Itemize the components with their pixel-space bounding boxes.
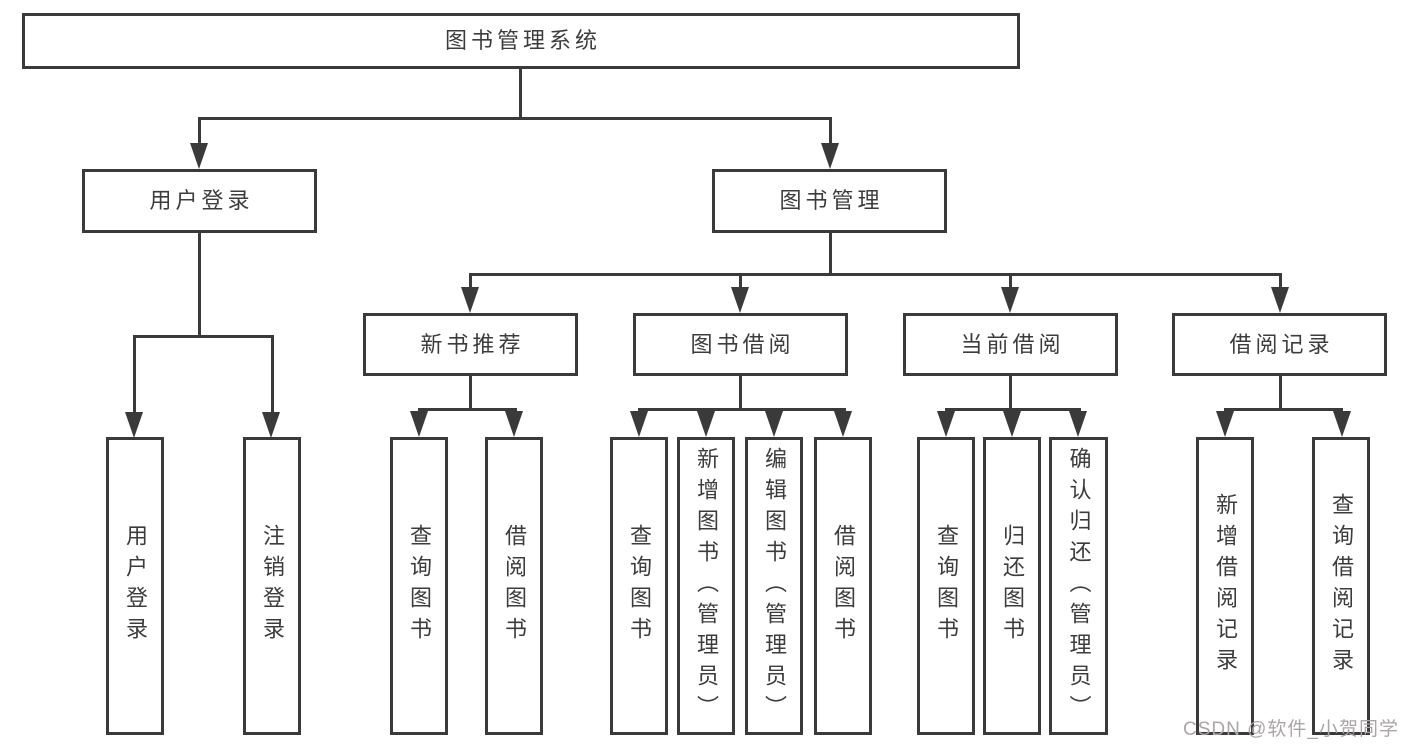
connector-recommend-branch — [418, 408, 517, 411]
leaf-records-query-record: 查询借阅记录 — [1312, 437, 1370, 735]
arrow-down-icon — [461, 287, 479, 313]
arrow-down-icon — [1216, 411, 1234, 437]
leaf-user-login: 用户登录 — [106, 437, 164, 735]
arrow-down-icon — [190, 143, 208, 169]
connector-bookmgmt-stem — [829, 233, 832, 273]
connector-current-stem — [1009, 376, 1012, 408]
connector-login-drop — [198, 117, 201, 143]
leaf-borrow-add-books-admin: 新增图书（管理员） — [677, 437, 735, 735]
connector-borrow-drop — [739, 273, 742, 287]
connector-current-drop — [1009, 273, 1012, 287]
arrow-down-icon — [1333, 411, 1351, 437]
node-library-management-system: 图书管理系统 — [22, 13, 1020, 69]
arrow-down-icon — [262, 412, 280, 438]
arrow-down-icon — [1069, 411, 1087, 437]
connector-borrow-stem — [739, 376, 742, 408]
arrow-down-icon — [1271, 287, 1289, 313]
connector-records-branch — [1224, 408, 1343, 411]
arrow-down-icon — [834, 411, 852, 437]
csdn-watermark: CSDN @软件_小贺同学 — [1183, 719, 1399, 740]
connector-login-leaf1-drop — [133, 335, 136, 412]
arrow-down-icon — [630, 411, 648, 437]
arrow-down-icon — [1001, 287, 1019, 313]
arrow-down-icon — [125, 412, 143, 438]
connector-root-stem — [519, 69, 522, 117]
arrow-down-icon — [697, 411, 715, 437]
leaf-records-add-record: 新增借阅记录 — [1196, 437, 1254, 735]
arrow-down-icon — [1003, 411, 1021, 437]
connector-records-drop — [1279, 273, 1282, 287]
connector-recommend-stem — [469, 376, 472, 408]
leaf-current-confirm-return-admin: 确认归还（管理员） — [1049, 437, 1108, 735]
connector-root-branch — [198, 117, 832, 120]
leaf-recommend-borrow-books: 借阅图书 — [485, 437, 543, 735]
node-new-book-recommend: 新书推荐 — [363, 313, 578, 376]
arrow-down-icon — [765, 411, 783, 437]
node-current-borrow: 当前借阅 — [903, 313, 1118, 376]
connector-login-branch — [133, 335, 274, 338]
leaf-current-query-books: 查询图书 — [917, 437, 975, 735]
leaf-borrow-borrow-books: 借阅图书 — [814, 437, 872, 735]
arrow-down-icon — [410, 411, 428, 437]
arrow-down-icon — [937, 411, 955, 437]
leaf-borrow-edit-books-admin: 编辑图书（管理员） — [745, 437, 803, 735]
connector-records-stem — [1279, 376, 1282, 408]
leaf-recommend-query-books: 查询图书 — [390, 437, 448, 735]
connector-login-leaf2-drop — [271, 335, 274, 412]
leaf-logout: 注销登录 — [243, 437, 301, 735]
arrow-down-icon — [821, 143, 839, 169]
node-borrow-records: 借阅记录 — [1172, 313, 1387, 376]
leaf-borrow-query-books: 查询图书 — [610, 437, 668, 735]
connector-bookmgmt-drop — [829, 117, 832, 143]
node-book-management: 图书管理 — [712, 169, 947, 233]
connector-current-branch — [945, 408, 1081, 411]
node-book-borrow: 图书借阅 — [633, 313, 848, 376]
connector-login-stem — [198, 233, 201, 335]
arrow-down-icon — [731, 287, 749, 313]
connector-bookmgmt-branch — [469, 273, 1282, 276]
connector-borrow-branch — [638, 408, 846, 411]
connector-recommend-drop — [469, 273, 472, 287]
node-user-login: 用户登录 — [82, 169, 317, 233]
leaf-current-return-books: 归还图书 — [983, 437, 1041, 735]
arrow-down-icon — [505, 411, 523, 437]
